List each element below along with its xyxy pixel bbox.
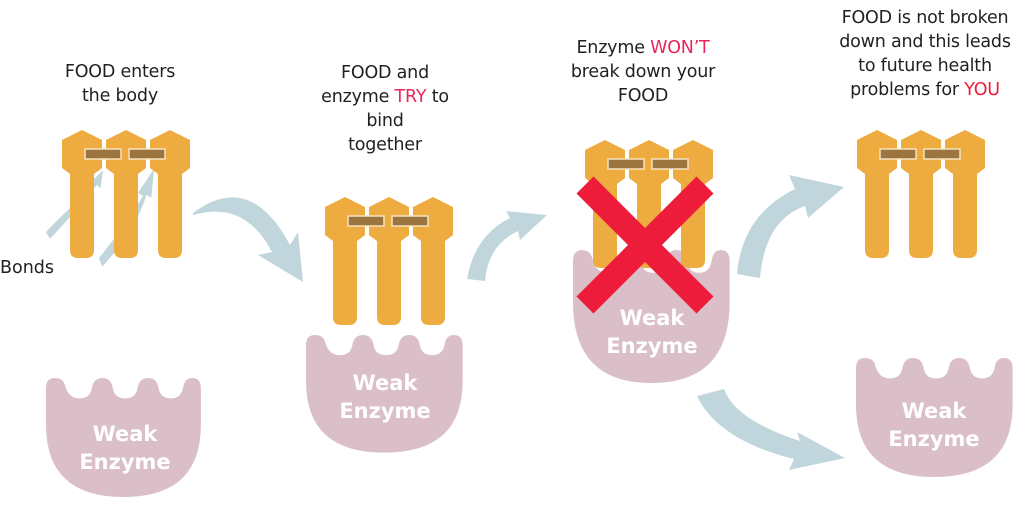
bond bbox=[84, 148, 122, 160]
stage-3-caption: Enzyme WON’T break down your FOOD bbox=[548, 36, 738, 108]
stage-1-caption: FOOD enters the body bbox=[40, 60, 200, 108]
caption-line: Enzyme WON’T bbox=[548, 36, 738, 60]
enzyme-label: Weak bbox=[353, 371, 419, 395]
bond bbox=[879, 148, 917, 160]
caption-line: the body bbox=[82, 86, 158, 106]
food-molecule-stage2 bbox=[325, 197, 453, 325]
caption-line: FOOD and bbox=[341, 63, 429, 83]
bond bbox=[347, 215, 385, 227]
food-molecule-stage4 bbox=[857, 130, 985, 258]
bond bbox=[391, 215, 429, 227]
enzyme-label: Weak bbox=[93, 422, 159, 446]
caption-text: enzyme bbox=[321, 87, 395, 107]
enzyme-label: Enzyme bbox=[339, 399, 430, 423]
caption-text: to bbox=[426, 87, 449, 107]
enzyme-label: Enzyme bbox=[79, 450, 170, 474]
caption-line: together bbox=[348, 135, 422, 155]
enzyme-label: Enzyme bbox=[606, 334, 697, 358]
stage-2-caption: FOOD and enzyme TRY to bind together bbox=[300, 61, 470, 157]
caption-line: to future health bbox=[858, 56, 992, 76]
arrow-stage1-to-2 bbox=[193, 197, 303, 282]
enzyme-label: Weak bbox=[902, 399, 968, 423]
caption-line: problems for YOU bbox=[825, 78, 1018, 102]
cross-icon bbox=[576, 176, 714, 314]
caption-text: problems for bbox=[850, 80, 965, 100]
stage-4-caption: FOOD is not broken down and this leads t… bbox=[825, 6, 1018, 102]
arrow-stage3-to-4-up bbox=[737, 175, 844, 278]
food-molecule-stage3 bbox=[585, 140, 713, 268]
bond bbox=[128, 148, 166, 160]
food-molecule-stage1 bbox=[62, 130, 190, 258]
enzyme-label: Weak bbox=[620, 306, 686, 330]
caption-line: FOOD enters bbox=[64, 62, 176, 82]
arrow-stage2-to-3 bbox=[467, 211, 547, 281]
caption-line: enzyme TRY to bbox=[300, 85, 470, 109]
caption-line: bind bbox=[366, 111, 404, 131]
caption-line: break down your bbox=[570, 62, 716, 82]
caption-text: Enzyme bbox=[576, 38, 651, 58]
caption-line: FOOD is not broken bbox=[841, 8, 1009, 28]
arrow-stage3-to-4-down bbox=[697, 389, 845, 470]
highlight-wont: WON’T bbox=[650, 38, 710, 58]
highlight-try: TRY bbox=[394, 87, 427, 107]
highlight-you: YOU bbox=[964, 80, 1000, 100]
caption-line: FOOD bbox=[617, 86, 669, 106]
enzyme-label: Enzyme bbox=[888, 427, 979, 451]
bond bbox=[651, 158, 689, 170]
bond bbox=[607, 158, 645, 170]
bonds-label: Bonds bbox=[0, 258, 55, 278]
caption-line: down and this leads bbox=[839, 32, 1011, 52]
bond bbox=[923, 148, 961, 160]
